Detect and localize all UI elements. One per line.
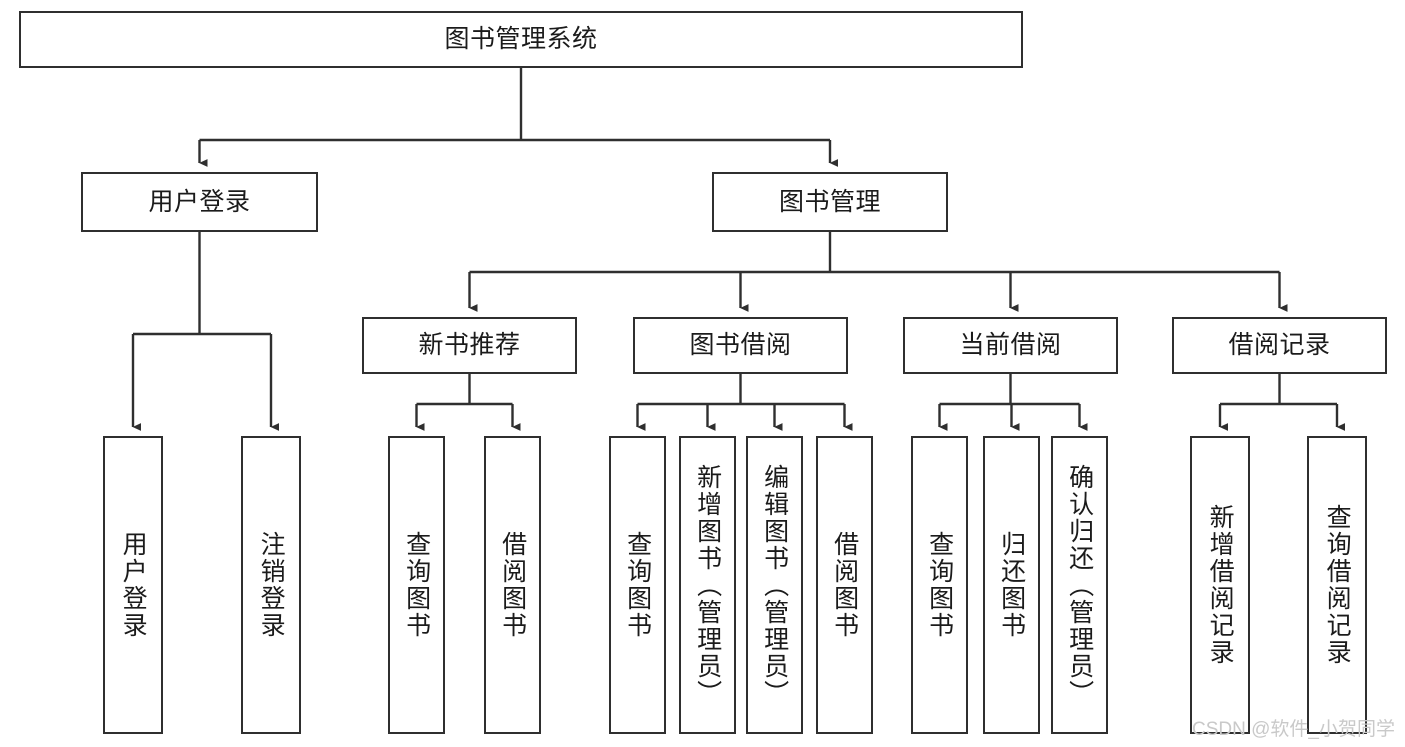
node-label-leaf-logout: 注销登录 bbox=[257, 531, 286, 639]
node-label-leaf-query-book-2: 查询图书 bbox=[623, 531, 652, 639]
node-label-leaf-query-book-1: 查询图书 bbox=[402, 531, 431, 639]
node-label-borrow-record: 借阅记录 bbox=[1228, 331, 1331, 359]
node-label-leaf-query-record: 查询借阅记录 bbox=[1323, 504, 1352, 666]
node-label-current-borrow: 当前借阅 bbox=[959, 331, 1062, 359]
node-user-login[interactable]: 用户登录 bbox=[81, 172, 318, 232]
node-book-borrow[interactable]: 图书借阅 bbox=[633, 317, 848, 374]
node-label-leaf-query-book-3: 查询图书 bbox=[925, 531, 954, 639]
node-label-leaf-add-record: 新增借阅记录 bbox=[1206, 504, 1235, 666]
node-root[interactable]: 图书管理系统 bbox=[19, 11, 1023, 68]
node-leaf-add-record[interactable]: 新增借阅记录 bbox=[1190, 436, 1250, 734]
node-label-root: 图书管理系统 bbox=[444, 25, 598, 53]
node-leaf-query-book-1[interactable]: 查询图书 bbox=[388, 436, 445, 734]
node-label-leaf-confirm-return: 确认归还（管理员） bbox=[1065, 463, 1094, 707]
node-leaf-return-book[interactable]: 归还图书 bbox=[983, 436, 1040, 734]
node-current-borrow[interactable]: 当前借阅 bbox=[903, 317, 1118, 374]
node-label-new-book-rec: 新书推荐 bbox=[418, 331, 521, 359]
node-leaf-logout[interactable]: 注销登录 bbox=[241, 436, 301, 734]
node-label-leaf-edit-book: 编辑图书（管理员） bbox=[760, 463, 789, 707]
node-leaf-user-login[interactable]: 用户登录 bbox=[103, 436, 163, 734]
node-leaf-add-book[interactable]: 新增图书（管理员） bbox=[679, 436, 736, 734]
node-label-leaf-return-book: 归还图书 bbox=[997, 531, 1026, 639]
node-label-leaf-user-login: 用户登录 bbox=[119, 531, 148, 639]
node-leaf-borrow-book-2[interactable]: 借阅图书 bbox=[816, 436, 873, 734]
node-leaf-confirm-return[interactable]: 确认归还（管理员） bbox=[1051, 436, 1108, 734]
node-label-book-borrow: 图书借阅 bbox=[689, 331, 792, 359]
node-label-leaf-add-book: 新增图书（管理员） bbox=[693, 463, 722, 707]
node-label-book-manage: 图书管理 bbox=[778, 187, 881, 216]
node-leaf-edit-book[interactable]: 编辑图书（管理员） bbox=[746, 436, 803, 734]
node-leaf-query-book-3[interactable]: 查询图书 bbox=[911, 436, 968, 734]
node-leaf-query-record[interactable]: 查询借阅记录 bbox=[1307, 436, 1367, 734]
node-leaf-borrow-book-1[interactable]: 借阅图书 bbox=[484, 436, 541, 734]
node-label-leaf-borrow-book-1: 借阅图书 bbox=[498, 531, 527, 639]
node-book-manage[interactable]: 图书管理 bbox=[712, 172, 948, 232]
node-leaf-query-book-2[interactable]: 查询图书 bbox=[609, 436, 666, 734]
node-new-book-rec[interactable]: 新书推荐 bbox=[362, 317, 577, 374]
node-label-user-login: 用户登录 bbox=[148, 187, 251, 216]
node-borrow-record[interactable]: 借阅记录 bbox=[1172, 317, 1387, 374]
node-label-leaf-borrow-book-2: 借阅图书 bbox=[830, 531, 859, 639]
